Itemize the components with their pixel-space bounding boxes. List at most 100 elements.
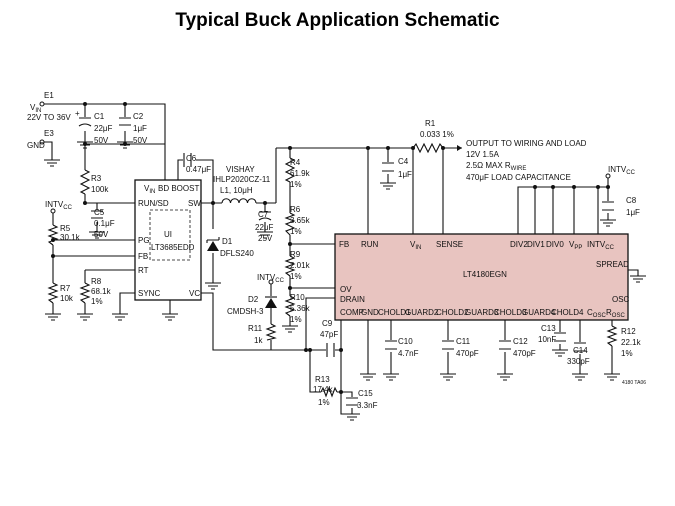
capacitor-c1 (78, 117, 92, 127)
intvcc-label-2: INTVCC (257, 273, 285, 284)
output-label-3: 2.5Ω MAX RWIRE (466, 161, 526, 172)
c14-ref: C14 (573, 346, 588, 355)
reg-fb-pin: FB (138, 252, 148, 261)
resistor-r7 (47, 282, 59, 304)
ctl-spread-pin: SPREAD (596, 260, 629, 269)
r6-ref: R6 (290, 205, 301, 214)
ctl-rosc-pin: ROSC (606, 308, 625, 319)
junctions (51, 102, 610, 394)
gnd-terminal (39, 139, 45, 145)
vin-terminal (39, 101, 45, 107)
c6-value: 0.47μF (186, 165, 211, 174)
reg-ui-label: UI (164, 230, 172, 239)
e3-label: E3 (44, 129, 54, 138)
c11-value: 470pF (456, 349, 479, 358)
intvcc-label-3: INTVCC (608, 165, 636, 176)
wire-net (43, 103, 639, 415)
ctl-sense-pin: SENSE (436, 240, 463, 249)
r11-value: 1k (254, 336, 263, 345)
ctl-intvcc-pin: INTVCC (587, 240, 615, 251)
c6-ref: C6 (186, 154, 197, 163)
capacitor-c6 (183, 153, 192, 167)
d2-part: CMDSH-3 (227, 307, 264, 316)
page-title: Typical Buck Application Schematic (175, 10, 500, 31)
vin-range-label: 22V TO 36V (27, 113, 71, 122)
capacitor-c4 (382, 162, 394, 172)
output-arrow (457, 145, 462, 151)
d1-part: DFLS240 (220, 249, 254, 258)
ctl-guard3-pin: GUARD3 (465, 308, 499, 317)
r10-ref: R10 (290, 293, 305, 302)
c2-ref: C2 (133, 112, 144, 121)
c8-ref: C8 (626, 196, 637, 205)
c9-value: 47pF (320, 330, 338, 339)
ctl-part-number: LT4180EGN (463, 270, 507, 279)
reg-vc-pin: VC (189, 289, 200, 298)
c7-value: 22μF (255, 223, 274, 232)
capacitor-c9 (326, 343, 335, 357)
ctl-fb-pin: FB (339, 240, 349, 249)
c14-value: 330pF (567, 357, 590, 366)
c5-ref: C5 (94, 208, 105, 217)
r7-value: 10k (60, 294, 74, 303)
output-label-2: 12V 1.5A (466, 150, 500, 159)
r12-tolerance: 1% (621, 349, 633, 358)
ctl-vpp-pin: VPP (569, 240, 582, 251)
c15-ref: C15 (358, 389, 373, 398)
r11-ref: R11 (248, 324, 263, 333)
ctl-div2-pin: DIV2 (510, 240, 528, 249)
intvcc-terminal-2 (268, 279, 274, 285)
c1-value: 22μF (94, 124, 113, 133)
lt4180-controller-body (334, 233, 629, 321)
r10-value: 5.36k (290, 304, 311, 313)
l1-part: IHLP2020CZ-11 (213, 175, 271, 184)
r9-value: 2.01k (290, 261, 311, 270)
r13-ref: R13 (315, 375, 330, 384)
intvcc-terminal-3 (605, 173, 611, 179)
c5-rating: 50V (94, 230, 109, 239)
resistor-r3 (79, 169, 91, 195)
resistor-r12 (606, 325, 618, 347)
diode-d2 (265, 296, 277, 308)
r12-ref: R12 (621, 327, 636, 336)
resistor-r13 (320, 386, 338, 398)
c5-value: 0.1μF (94, 219, 115, 228)
capacitor-c13 (554, 332, 566, 342)
vin-label: VIN (30, 103, 41, 114)
r4-ref: R4 (290, 158, 301, 167)
ctl-div1-pin: DIV1 (527, 240, 545, 249)
c13-ref: C13 (541, 324, 556, 333)
ctl-comp-pin: COMP (340, 308, 364, 317)
ctl-gnd-pin: GND (361, 308, 379, 317)
resistor-r9 (284, 255, 296, 277)
diode-d1 (206, 237, 220, 251)
r9-tolerance: 1% (290, 272, 302, 281)
reg-run-sd-pin: RUN/SD (138, 199, 169, 208)
capacitor-c12 (499, 340, 511, 350)
capacitor-c2 (119, 117, 131, 126)
ctl-chold4-pin: CHOLD4 (551, 308, 584, 317)
c13-value: 10nF (538, 335, 556, 344)
r8-value: 68.1k (91, 287, 112, 296)
d1-ref: D1 (222, 237, 233, 246)
c1-plus: + (75, 109, 80, 118)
e1-label: E1 (44, 91, 54, 100)
resistor-r8 (79, 282, 91, 304)
c2-rating: 50V (133, 136, 148, 145)
resistor-r1 (412, 142, 444, 154)
r1-value: 0.033 1% (420, 130, 454, 139)
r5-value: 30.1k (60, 233, 81, 242)
r3-ref: R3 (91, 174, 102, 183)
c8-value: 1μF (626, 208, 640, 217)
capacitor-c14 (574, 342, 586, 352)
ctl-drain-pin: DRAIN (340, 295, 365, 304)
c4-value: 1μF (398, 170, 412, 179)
capacitor-c8 (602, 201, 614, 211)
r3-value: 100k (91, 185, 109, 194)
capacitor-c15 (346, 397, 358, 406)
c2-value: 1μF (133, 124, 147, 133)
r13-value: 17.4k (313, 385, 334, 394)
r4-tolerance: 1% (290, 180, 302, 189)
reg-pg-pin: PG (138, 236, 150, 245)
ctl-vin-pin: VIN (410, 240, 421, 251)
